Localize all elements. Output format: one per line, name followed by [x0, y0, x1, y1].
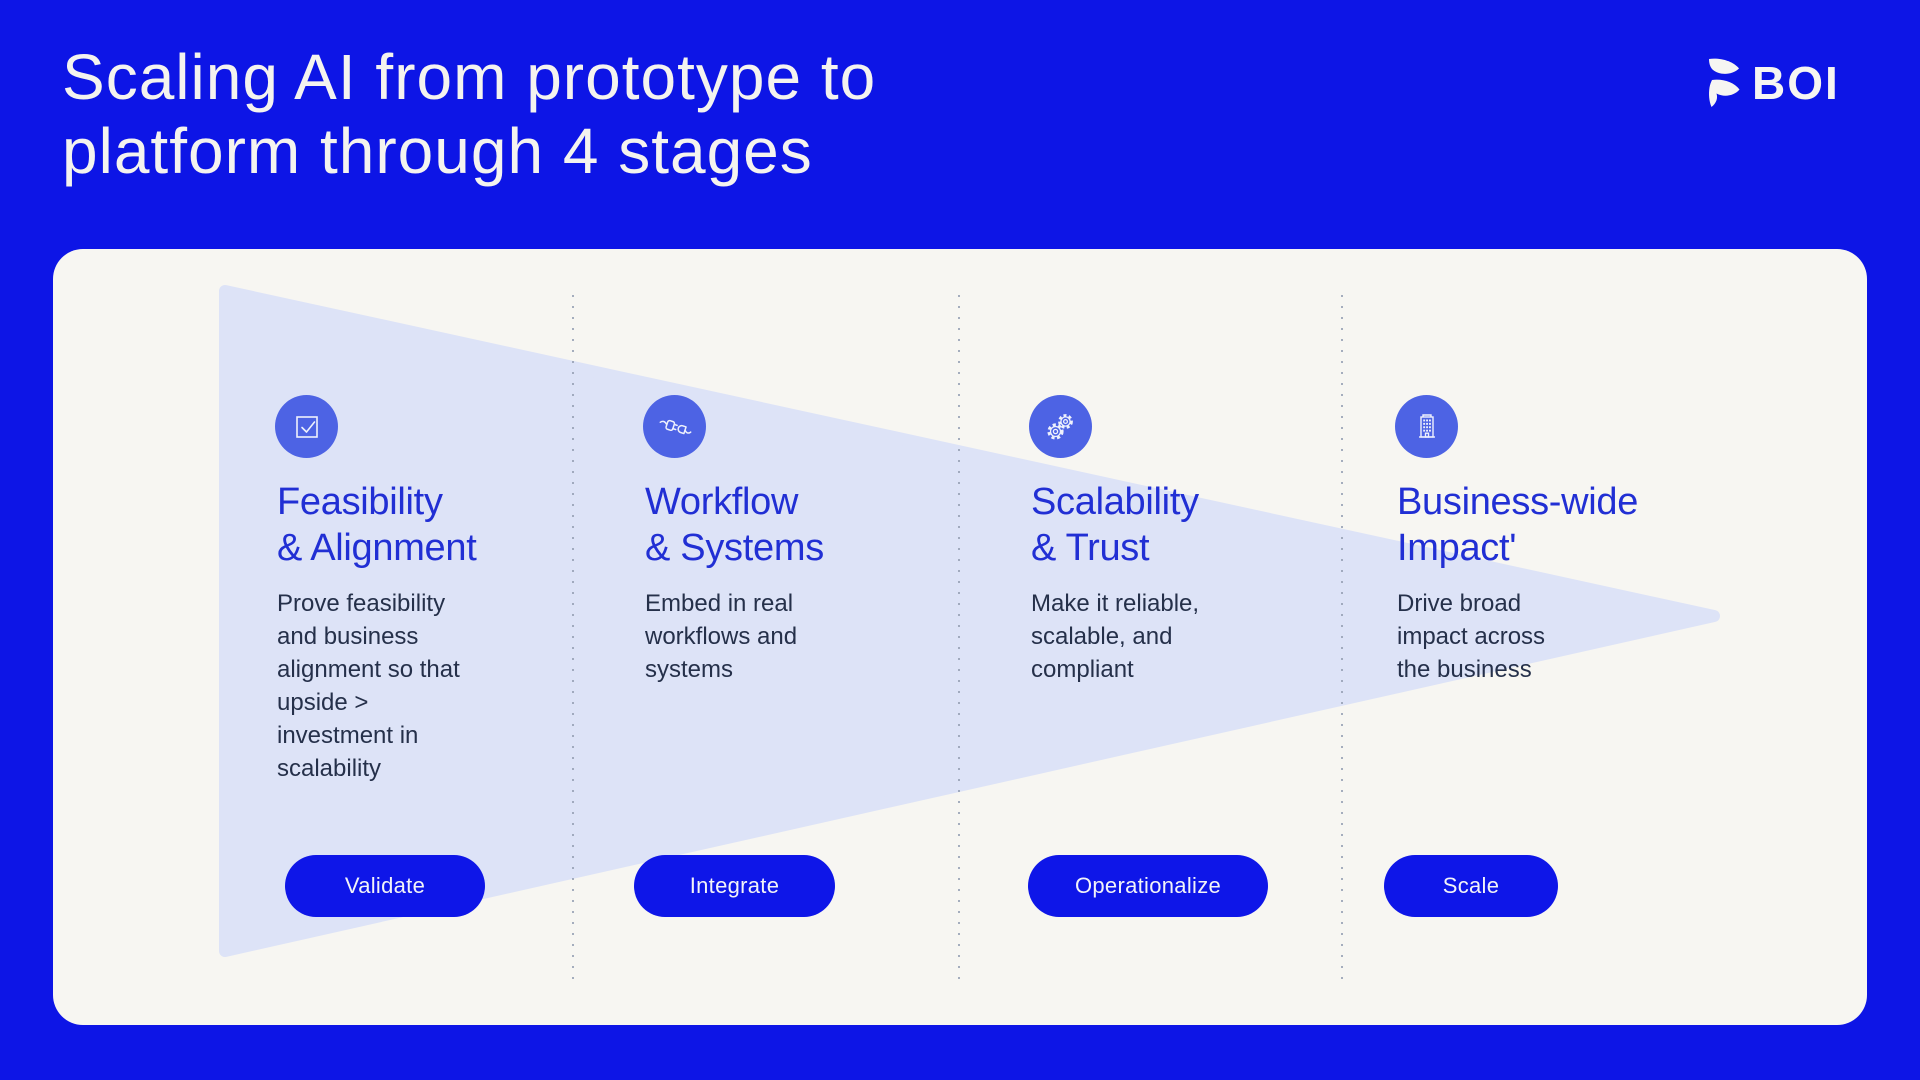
integrate-button[interactable]: Integrate	[634, 855, 835, 917]
content-card: Feasibility & Alignment Prove feasibilit…	[53, 249, 1867, 1025]
column-divider-3	[1341, 295, 1343, 979]
stage-description: Drive broad impact across the business	[1397, 590, 1546, 683]
stage-column-workflow: Workflow & Systems Embed in real workflo…	[643, 249, 973, 949]
building-icon	[1395, 395, 1458, 458]
scale-button[interactable]: Scale	[1384, 855, 1558, 917]
operationalize-button[interactable]: Operationalize	[1028, 855, 1268, 917]
column-divider-1	[572, 295, 574, 979]
page-title: Scaling AI from prototype to platform th…	[62, 41, 877, 187]
brand-logo: BOI	[1706, 58, 1840, 108]
stage-title: Scalability & Trust	[1031, 481, 1199, 569]
gears-icon	[1029, 395, 1092, 458]
stage-title: Workflow & Systems	[645, 481, 824, 569]
stage-description: Make it reliable, scalable, and complian…	[1031, 590, 1200, 683]
stage-description: Embed in real workflows and systems	[645, 590, 798, 683]
stage-column-scalability: Scalability & Trust Make it reliable, sc…	[1029, 249, 1359, 949]
boi-mark-icon	[1706, 58, 1742, 108]
stage-column-feasibility: Feasibility & Alignment Prove feasibilit…	[275, 249, 605, 949]
checkbox-icon	[275, 395, 338, 458]
logo-text: BOI	[1752, 57, 1840, 109]
stage-column-impact: Business-wide Impact' Drive broad impact…	[1395, 249, 1725, 949]
column-divider-2	[958, 295, 960, 979]
stage-description: Prove feasibility and business alignment…	[277, 590, 460, 782]
stage-title: Business-wide Impact'	[1397, 481, 1639, 569]
plug-connection-icon	[643, 395, 706, 458]
stage-title: Feasibility & Alignment	[277, 481, 477, 569]
funnel-triangle	[219, 285, 1720, 957]
validate-button[interactable]: Validate	[285, 855, 485, 917]
